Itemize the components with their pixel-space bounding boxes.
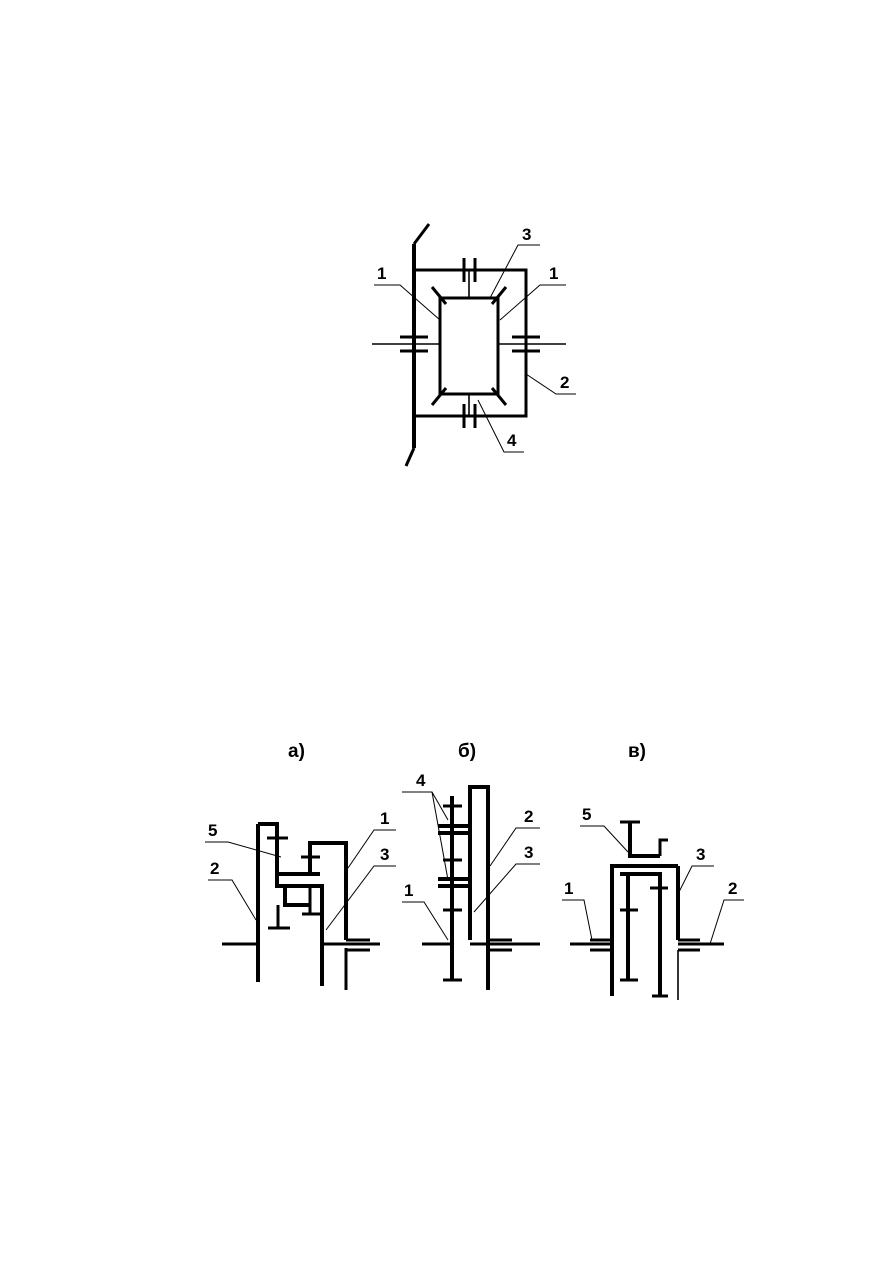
caption-b: б) — [458, 741, 476, 762]
label-5: 5 — [582, 805, 591, 824]
gear-5 — [628, 822, 660, 858]
leader-line — [677, 865, 714, 895]
satellite-frame — [438, 296, 500, 396]
label-1: 1 — [564, 879, 573, 898]
leader-line — [562, 899, 593, 941]
carrier-2 — [468, 785, 490, 990]
sun-gear-3 — [620, 872, 662, 996]
leader-line — [347, 829, 396, 869]
leader-line — [525, 373, 576, 395]
leader-line — [412, 791, 449, 821]
leader-line — [473, 863, 540, 913]
leader-line — [431, 791, 449, 881]
carrier-1 — [610, 864, 678, 996]
label-1-left: 1 — [377, 264, 386, 283]
leader-line — [402, 901, 449, 941]
label-1-right: 1 — [549, 264, 558, 283]
caption-v: в) — [628, 741, 646, 762]
leader-line — [489, 827, 540, 867]
label-2: 2 — [560, 373, 569, 392]
bevel-tooth — [490, 286, 508, 305]
label-5: 5 — [208, 821, 217, 840]
bevel-differential-diagram: 1 1 3 2 4 — [372, 223, 576, 467]
leader-line — [499, 284, 566, 321]
leader-line — [477, 399, 524, 453]
gear-5-shaft — [658, 838, 668, 856]
label-2: 2 — [524, 807, 533, 826]
leader-line — [325, 865, 396, 931]
bevel-tooth — [430, 387, 448, 406]
leader-line — [489, 244, 540, 299]
sun-gear-3 — [297, 884, 324, 986]
planetary-diagram-a: 5 2 1 3 — [205, 809, 396, 990]
label-3: 3 — [522, 225, 531, 244]
bevel-tooth — [490, 387, 508, 406]
planetary-diagram-b: 4 2 3 1 — [402, 771, 540, 990]
label-2: 2 — [210, 859, 219, 878]
label-4: 4 — [507, 431, 517, 450]
planetary-diagram-v: 5 3 1 2 — [562, 805, 744, 1000]
label-3: 3 — [524, 843, 533, 862]
label-4: 4 — [416, 771, 426, 790]
leader-line — [374, 284, 441, 321]
leader-line — [580, 825, 629, 853]
ring-gear-bevel-top — [412, 223, 431, 245]
leader-line — [208, 879, 257, 921]
leader-line — [205, 841, 282, 858]
caption-a: а) — [288, 741, 305, 762]
label-3: 3 — [380, 845, 389, 864]
label-3: 3 — [696, 845, 705, 864]
label-1: 1 — [380, 809, 389, 828]
planet-block — [283, 886, 310, 907]
label-2: 2 — [728, 879, 737, 898]
label-1: 1 — [404, 881, 413, 900]
bevel-tooth — [430, 286, 448, 305]
carrier-housing — [414, 268, 528, 418]
leader-line — [709, 899, 744, 945]
ring-gear-bevel-bottom — [404, 447, 416, 467]
